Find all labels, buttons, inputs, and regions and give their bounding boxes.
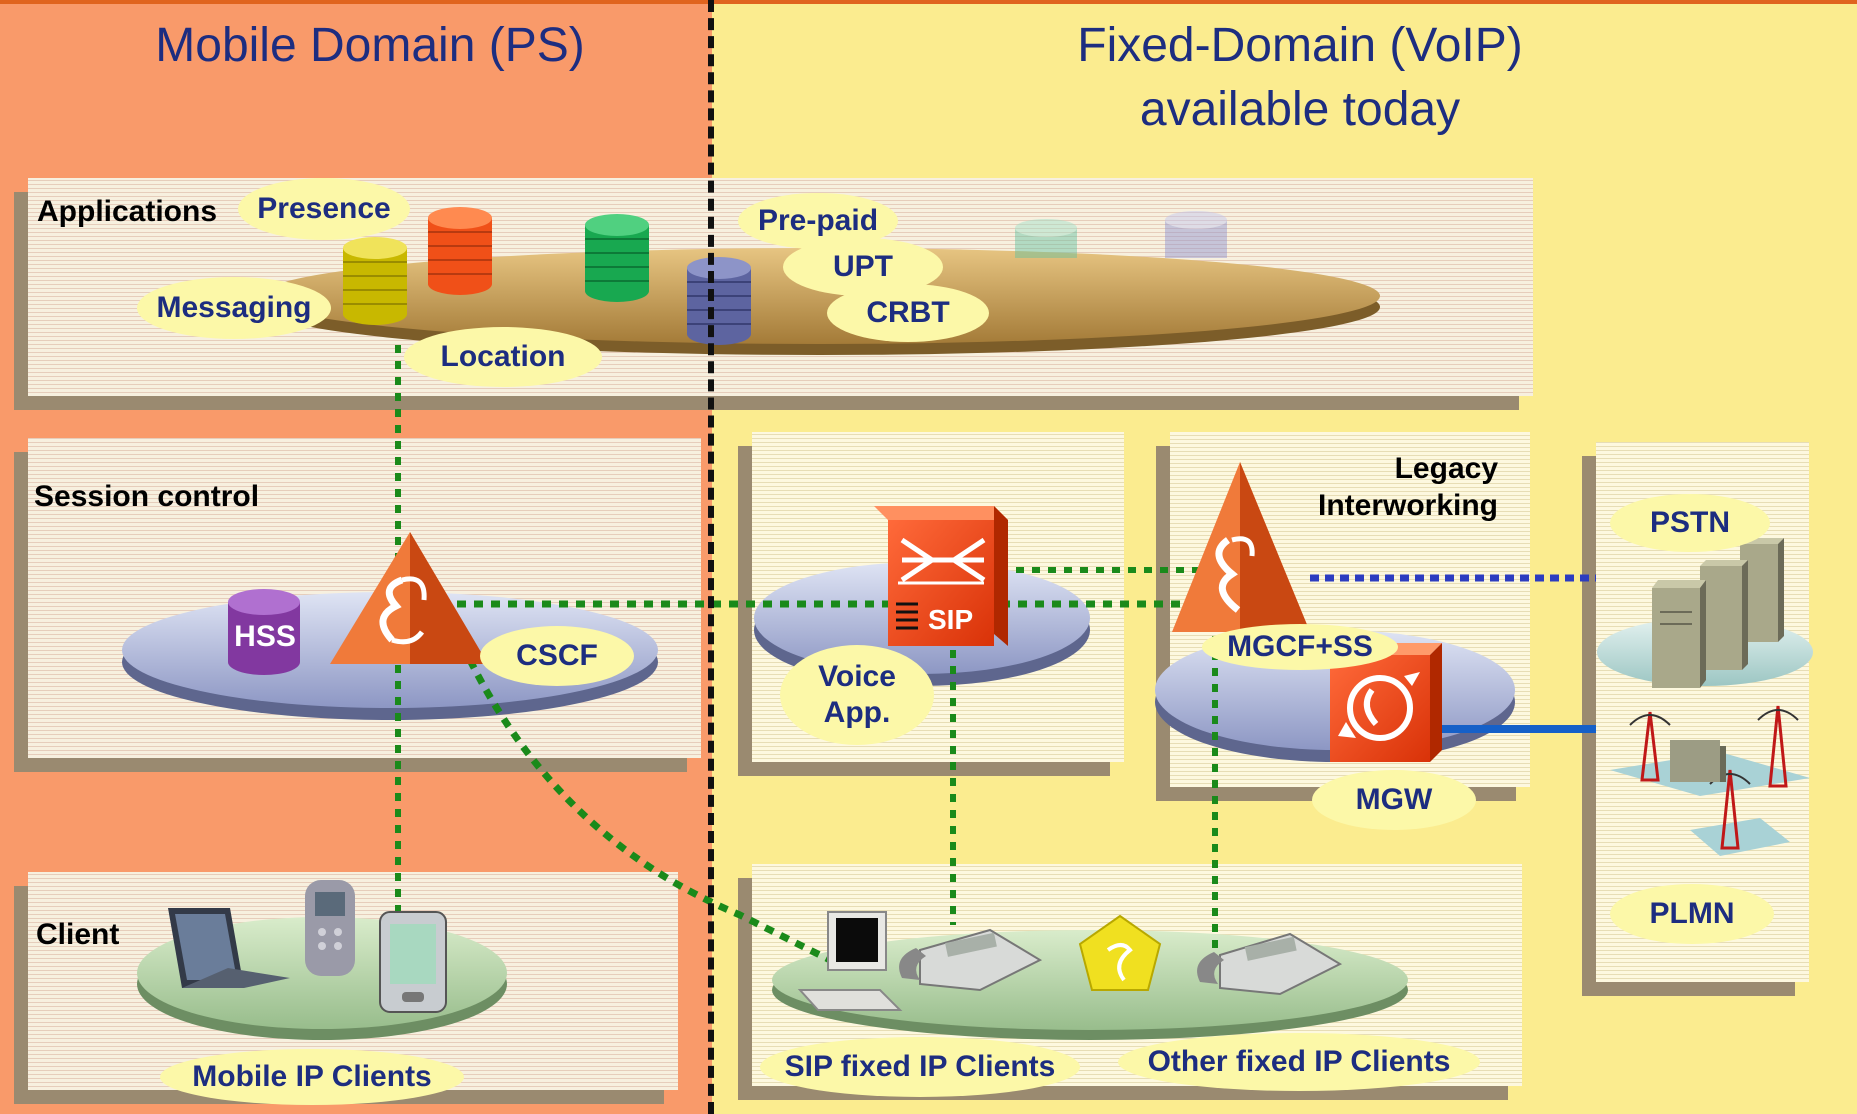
database-icon bbox=[343, 237, 407, 325]
legacy-interworking-label: Legacy Interworking bbox=[1270, 450, 1498, 524]
pentagon-client-icon bbox=[1078, 914, 1162, 991]
laptop-icon bbox=[168, 908, 290, 988]
location-label: Location bbox=[404, 327, 602, 387]
desk-phone-icon bbox=[1197, 932, 1343, 996]
upt-label: UPT bbox=[783, 238, 943, 296]
database-icon bbox=[687, 257, 751, 345]
sip-badge-label: SIP bbox=[928, 604, 974, 635]
cscf-pyramid-icon bbox=[330, 532, 488, 664]
applications-lane-label: Applications bbox=[37, 195, 218, 228]
server-icon bbox=[1652, 580, 1706, 688]
fixed-domain-title-line1: Fixed-Domain (VoIP) bbox=[1077, 19, 1523, 72]
presence-label: Presence bbox=[238, 178, 410, 240]
fixed-domain-title: Fixed-Domain (VoIP) available today bbox=[990, 14, 1610, 142]
legacy-label-line2: Interworking bbox=[1317, 489, 1498, 522]
sip-switch-icon bbox=[874, 506, 1008, 646]
pda-icon bbox=[379, 911, 447, 1013]
antenna-icon bbox=[1629, 711, 1671, 782]
mgcf-pyramid-icon bbox=[1172, 462, 1310, 632]
mobile-phone-icon bbox=[305, 880, 355, 976]
voice-app-label-line1: Voice bbox=[818, 660, 896, 693]
session-control-lane-label: Session control bbox=[34, 480, 260, 513]
hss-database-icon bbox=[228, 589, 300, 675]
messaging-label: Messaging bbox=[137, 277, 331, 339]
desk-phone-icon bbox=[899, 928, 1043, 992]
other-fixed-ip-clients-label: Other fixed IP Clients bbox=[1118, 1033, 1480, 1091]
mgw-label: MGW bbox=[1312, 770, 1476, 830]
voice-app-label-line2: App. bbox=[823, 696, 891, 729]
database-icon bbox=[1015, 219, 1077, 258]
sip-fixed-ip-clients-label: SIP fixed IP Clients bbox=[760, 1037, 1080, 1097]
desktop-pc-icon bbox=[797, 911, 903, 1011]
base-station-icon bbox=[1670, 740, 1726, 782]
antenna-icon bbox=[1757, 705, 1799, 788]
server-icon bbox=[1700, 560, 1748, 670]
cscf-label: CSCF bbox=[480, 626, 634, 686]
pstn-label: PSTN bbox=[1610, 494, 1770, 552]
hss-label: HSS bbox=[234, 620, 296, 653]
mobile-domain-title: Mobile Domain (PS) bbox=[155, 19, 585, 72]
crbt-label: CRBT bbox=[827, 284, 989, 342]
mgcf-label: MGCF+SS bbox=[1202, 624, 1398, 670]
mobile-ip-clients-label: Mobile IP Clients bbox=[160, 1049, 464, 1105]
database-icon bbox=[585, 214, 649, 302]
database-icon bbox=[1165, 211, 1227, 258]
fixed-domain-title-line2: available today bbox=[1139, 83, 1461, 136]
voice-app-label: Voice App. bbox=[780, 645, 934, 745]
top-rule bbox=[0, 0, 1857, 4]
legacy-label-line1: Legacy bbox=[1394, 452, 1498, 485]
plmn-label: PLMN bbox=[1610, 884, 1774, 944]
domain-divider bbox=[708, 0, 714, 1114]
connection-lines bbox=[395, 345, 1596, 964]
database-icon bbox=[428, 207, 492, 295]
client-lane-label: Client bbox=[36, 918, 120, 951]
